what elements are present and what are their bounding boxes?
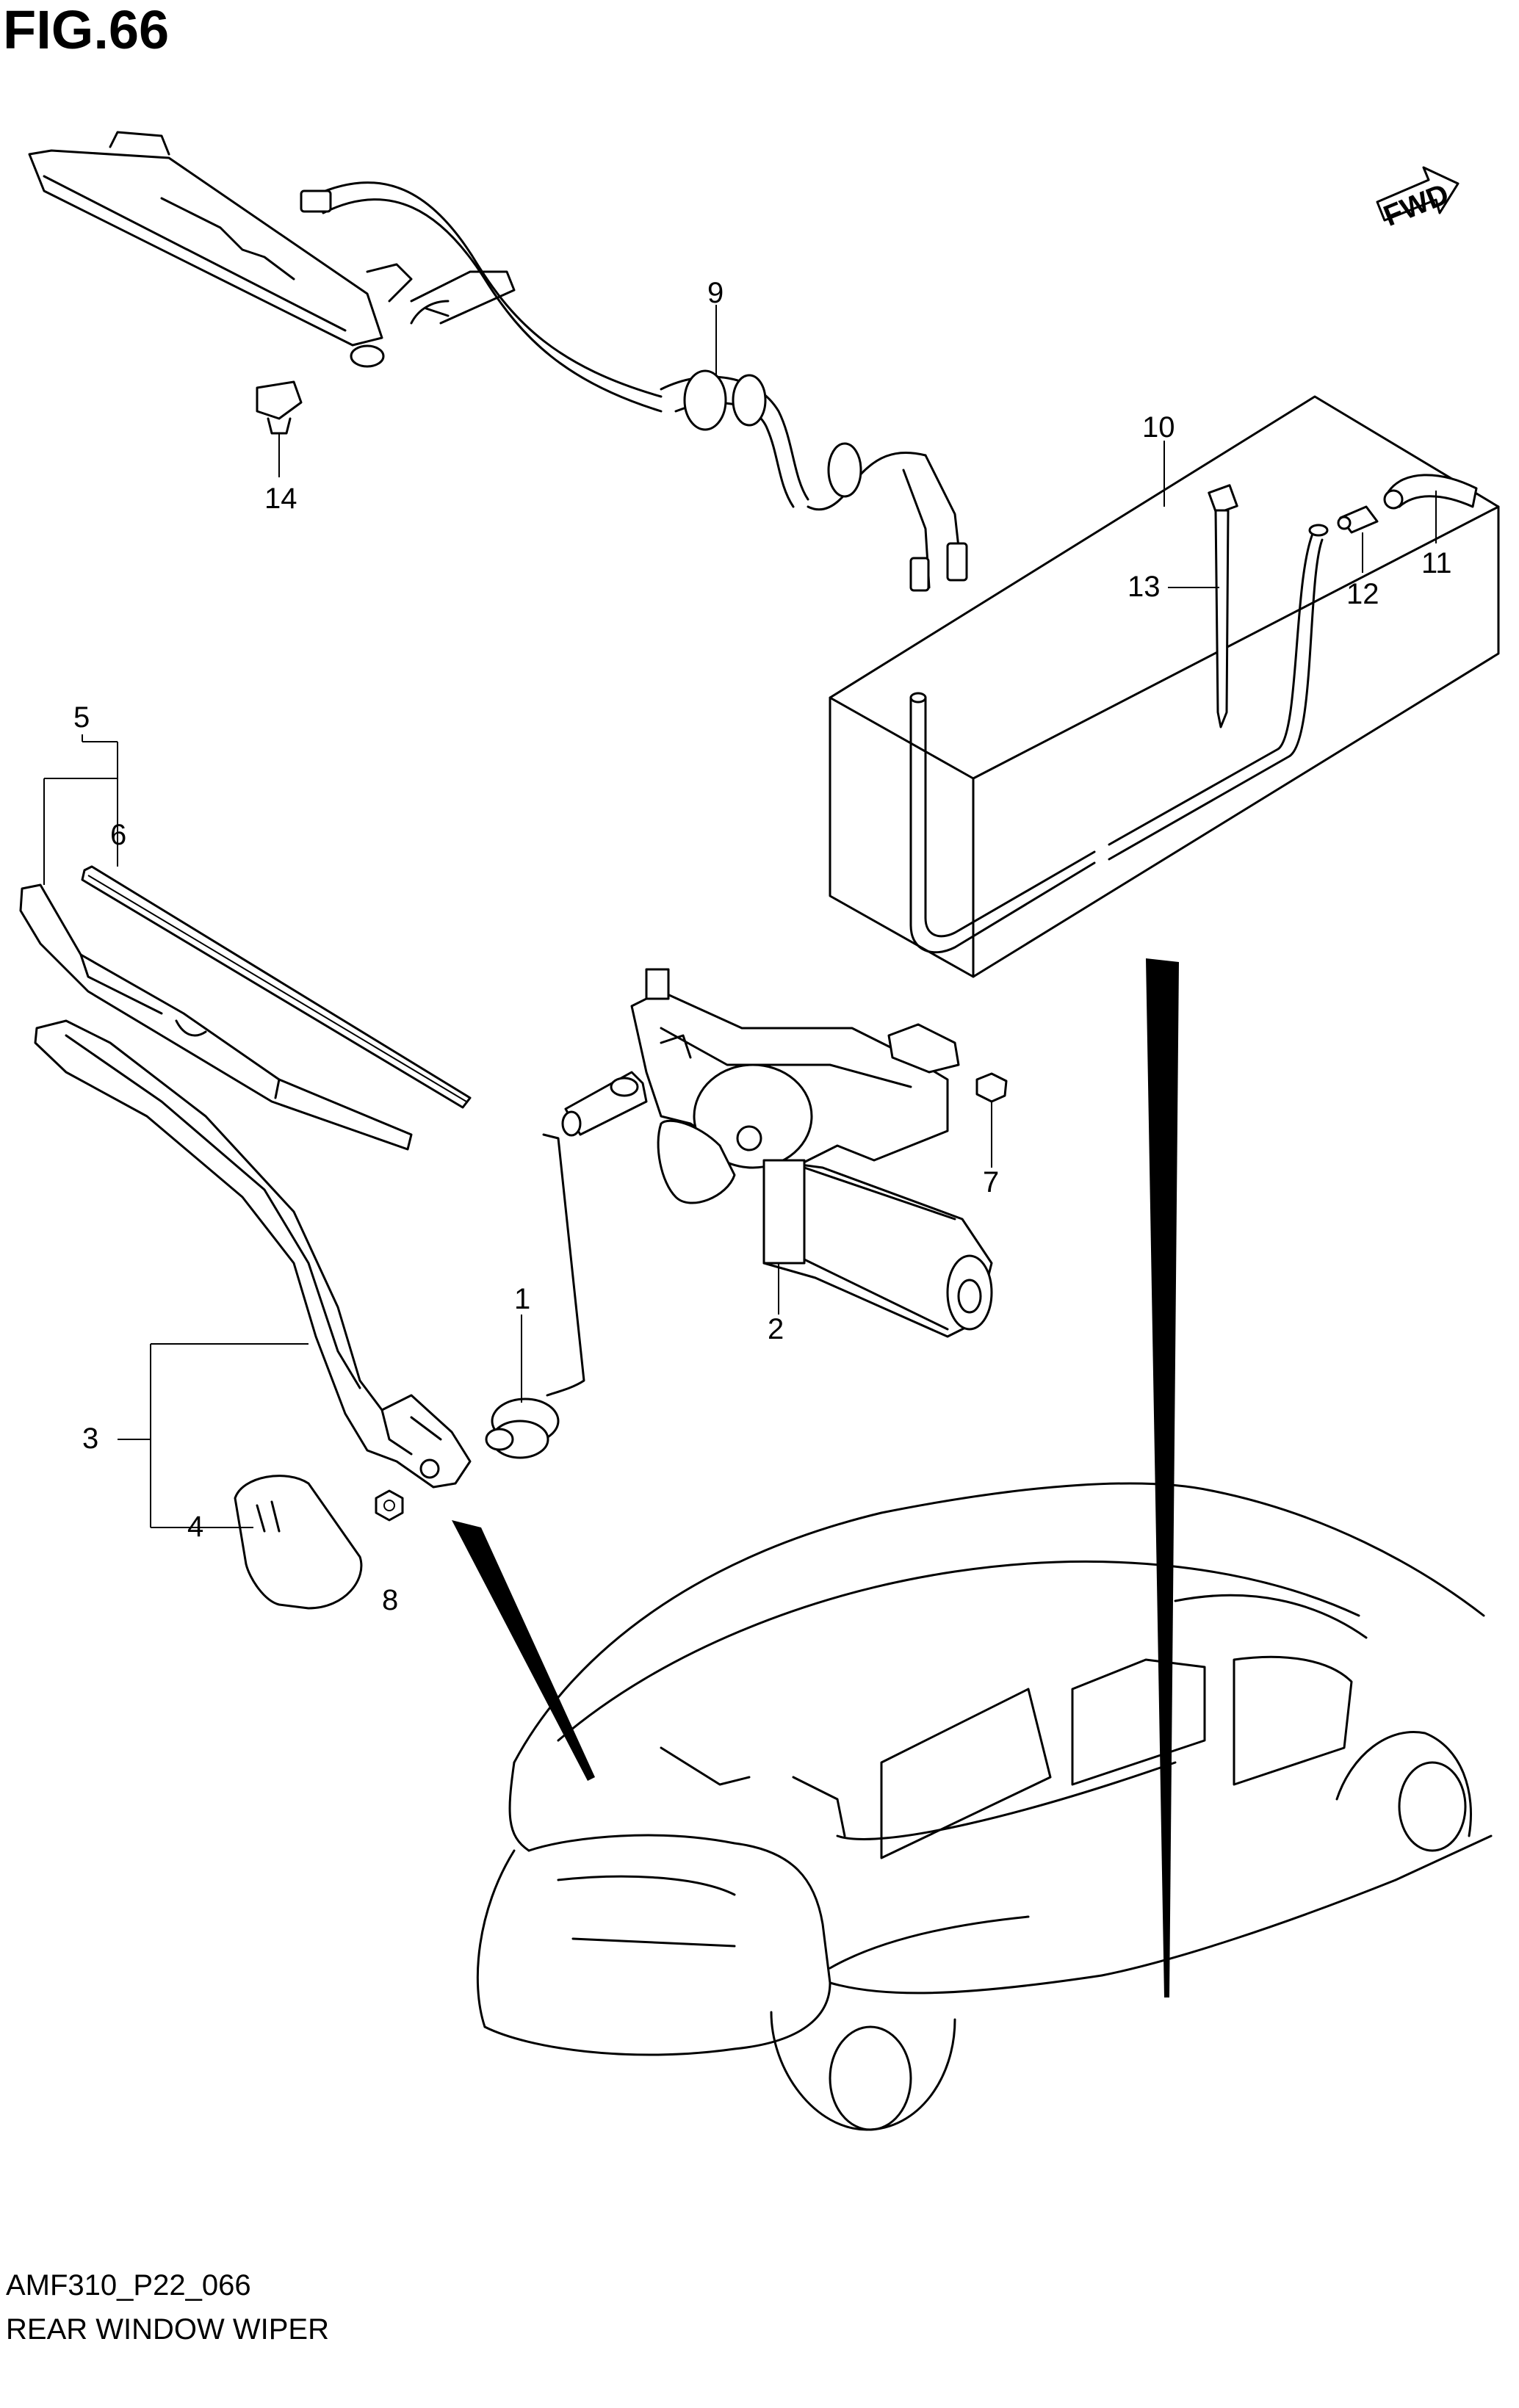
wiper-arm-3 [34,1019,472,1489]
hose-elbow-11 [1383,474,1478,543]
figure-title: FIG.66 [3,0,170,60]
washer-hose-kit-box [829,395,1500,978]
wiper-motor-2 [561,968,993,1338]
figure-code: AMF310_P22_066 [6,2269,251,2302]
fwd-arrow-icon: FWD [1376,166,1460,233]
figure-caption: REAR WINDOW WIPER [6,2313,329,2346]
pointer-wedge-right [1146,958,1179,1997]
callout-1: 1 [514,1283,530,1315]
grommet-clip-14 [256,380,303,477]
callout-6: 6 [110,819,126,851]
callout-13: 13 [1127,571,1161,603]
callout-7: 7 [983,1166,999,1198]
blade-rubber-6 [81,865,472,1109]
callout-12: 12 [1346,578,1379,610]
wiper-blade-5 [19,883,413,1151]
grommet-1 [485,1133,585,1459]
pivot-cap-4 [234,1475,363,1610]
callout-11: 11 [1421,547,1452,579]
callout-4: 4 [187,1511,203,1543]
nut-8 [375,1489,404,1522]
callout-2: 2 [768,1313,784,1345]
callout-9: 9 [707,277,724,309]
vehicle-outline [476,1482,1493,2131]
callout-5: 5 [73,701,90,734]
pointer-wedge-left [452,1520,595,1781]
bolt-7 [975,1072,1008,1168]
cable-tie-13 [1168,484,1238,728]
callout-14: 14 [264,482,297,515]
callout-10: 10 [1142,411,1175,444]
leader-lines [43,305,1165,1528]
hose-joint-12 [1337,505,1379,573]
hose-guide-bracket [28,131,413,368]
washer-hose-assembly [300,181,968,592]
callout-3: 3 [82,1422,98,1455]
callout-8: 8 [382,1584,398,1616]
